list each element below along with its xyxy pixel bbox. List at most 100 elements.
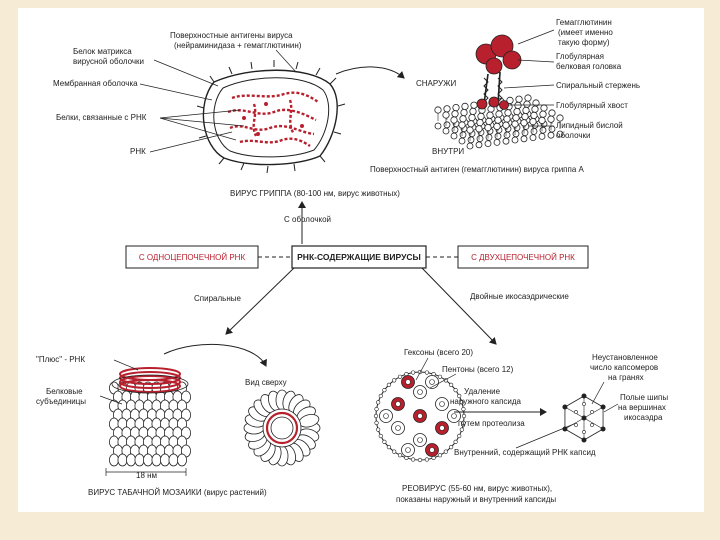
capsomer-center (439, 425, 445, 431)
lipid-head (539, 110, 547, 118)
lipid-head (547, 131, 555, 139)
lipid-head (529, 118, 537, 126)
hollow-spike (581, 437, 587, 443)
lipid-head (521, 129, 529, 136)
lipid-head (460, 109, 468, 117)
lipid-head (539, 126, 547, 134)
lipid-head (548, 109, 556, 117)
label-size-18: 18 нм (136, 471, 157, 480)
lipid-head (477, 112, 485, 121)
label-proteolysis: путем протеолиза (458, 419, 525, 428)
virus-diagram: Поверхностные антигены вируса (нейрамини… (36, 18, 668, 504)
capsomer (449, 445, 454, 450)
lipid-head (443, 121, 451, 129)
capsomer-center (405, 379, 411, 385)
lipid-head (459, 131, 467, 139)
lipid-head (520, 119, 528, 127)
capsomer (397, 374, 403, 379)
capsomer (461, 420, 466, 425)
capsomer (386, 382, 391, 387)
lipid-head (467, 120, 475, 128)
lipid-head (475, 125, 483, 133)
hollow-spike (600, 404, 606, 410)
protein-subunit (109, 453, 120, 467)
label-spikes-2: на вершинах (618, 403, 666, 412)
lipid-head (466, 126, 474, 134)
lipid-head (493, 138, 501, 146)
label-inner-capsid: Внутренний, содержащий РНК капсид (454, 448, 596, 457)
label-inside: ВНУТРИ (432, 147, 464, 156)
lipid-head (512, 130, 520, 138)
capsomer (437, 453, 443, 458)
lipid-head (556, 130, 564, 138)
lipid-head (434, 106, 442, 114)
lipid-head (459, 115, 467, 123)
label-spiral-rod: Спиральный стержень (556, 81, 640, 90)
label-capsomers-3: на гранях (608, 373, 644, 382)
reovirus (373, 369, 606, 463)
label-globular-head-2: белковая головка (556, 62, 622, 71)
capsomer (461, 407, 466, 412)
capsomer (374, 420, 379, 425)
label-pentons: Пентоны (всего 12) (442, 365, 514, 374)
lipid-head (494, 116, 502, 124)
capsomer (459, 427, 464, 432)
lipid-head (486, 111, 494, 119)
protein-subunit (159, 453, 170, 467)
capsomer (582, 402, 586, 406)
label-globular-head-1: Глобулярная (556, 52, 604, 61)
hemagglutinin-labels: СНАРУЖИ ВНУТРИ Гемагглютинин (имеет имен… (370, 18, 640, 174)
capsomer (373, 413, 379, 419)
rna-ring (265, 411, 299, 445)
lipid-head (502, 137, 510, 145)
classification: ВИРУС ГРИППА (80-100 нм, вирус животных)… (125, 189, 589, 345)
lipid-head (451, 126, 459, 134)
label-matrix-protein: Белок матрикса (73, 47, 132, 56)
capsomer (382, 388, 387, 393)
lipid-head (452, 104, 460, 112)
lipid-head (458, 121, 466, 129)
label-outside: СНАРУЖИ (416, 79, 457, 88)
label-hemagglutinin-1: Гемагглютинин (556, 18, 612, 27)
lipid-head (520, 135, 528, 143)
label-hemagglutinin-3: такую форму) (558, 38, 610, 47)
capsomer-center (429, 379, 435, 385)
rod-top (111, 374, 189, 394)
rod-core (270, 416, 294, 440)
protein-subunit (126, 453, 137, 467)
capsomer (374, 407, 379, 412)
lipid-head (504, 109, 512, 117)
protein-subunit (151, 453, 162, 467)
lipid-head (484, 140, 492, 148)
caption-top: Поверхностный антиген (гемагглютинин) ви… (370, 165, 585, 174)
hollow-spike (562, 404, 568, 410)
lipid-head (469, 107, 477, 116)
lipid-head (434, 122, 442, 130)
label-lipid-bilayer-1: Липидный бислой (556, 121, 623, 130)
lipid-head (523, 100, 531, 108)
label-capsomers-2: число капсомеров (590, 363, 658, 372)
label-plus-rna: "Плюс" - РНК (36, 355, 85, 364)
label-top-view: Вид сверху (245, 378, 287, 387)
lipid-head (442, 111, 450, 119)
lipid-head (529, 134, 537, 142)
lipid-head (538, 132, 546, 140)
hollow-spike (581, 393, 587, 399)
rna-coil (119, 371, 181, 385)
lipid-head (461, 102, 469, 111)
capsomer-center (417, 437, 423, 443)
lipid-head (511, 120, 519, 128)
rna-coil (119, 375, 181, 389)
lipid-head (485, 133, 493, 141)
label-matrix-protein-2: вирусной оболочки (73, 57, 144, 66)
capsomer-center (395, 425, 401, 431)
label-flu-virus: ВИРУС ГРИППА (80-100 нм, вирус животных) (230, 189, 400, 198)
lipid-head (476, 135, 484, 143)
capsomer (376, 400, 381, 405)
lipid-head (484, 124, 492, 132)
lipid-head (493, 122, 501, 131)
capsomer-center (383, 413, 389, 419)
capsomer (382, 439, 387, 444)
capsomer (457, 433, 462, 439)
